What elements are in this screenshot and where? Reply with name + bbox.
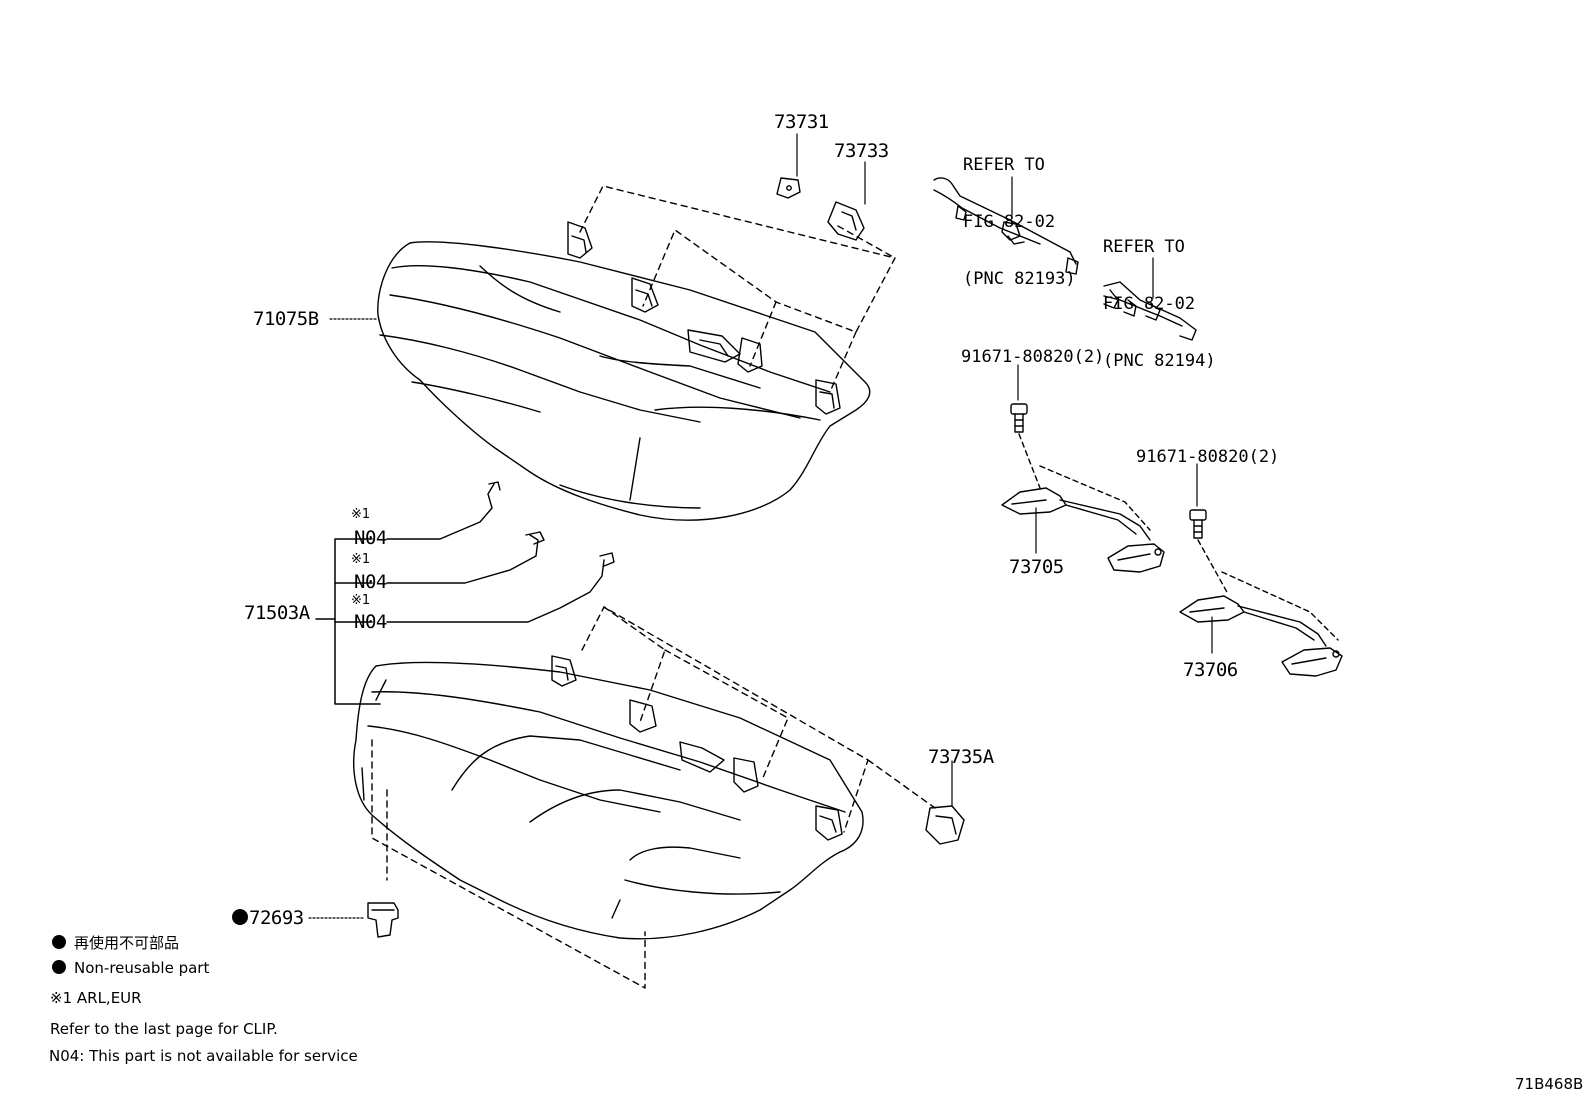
refer-82194-line3: (PNC 82194) (1103, 351, 1216, 371)
note-mark-2: ※1 (351, 552, 371, 567)
bolt-label-b: 91671-80820(2) (1136, 447, 1280, 467)
legend-jp-text: 再使用不可部品 (74, 934, 180, 952)
harness-82193 (933, 177, 1079, 275)
note-mark-3: ※1 (351, 593, 371, 608)
hinge-bracket-73706 (1179, 595, 1343, 677)
clip-72693 (367, 902, 399, 938)
bullet-dot-icon (52, 935, 66, 949)
legend-nonreusable-en: Non-reusable part (52, 960, 209, 976)
bolt-b (1189, 509, 1207, 539)
clip-73731 (776, 177, 801, 199)
label-71503A: 71503A (244, 602, 310, 624)
label-n04-3: N04 (354, 611, 387, 633)
note-mark-1: ※1 (351, 507, 371, 522)
seat-back-assembly (377, 221, 871, 521)
label-73705: 73705 (1009, 556, 1064, 578)
label-n04-1: N04 (354, 527, 387, 549)
legend-en-text: Non-reusable part (74, 959, 210, 977)
hinge-bracket-73705 (1001, 487, 1165, 573)
refer-label-82194: REFER TO FIG 82-02 (PNC 82194) (1103, 200, 1216, 390)
seat-back-dash-lines (579, 185, 896, 393)
figure-id: 71B468B (1515, 1075, 1584, 1093)
bolt-dash-lines (1018, 433, 1339, 641)
label-73731: 73731 (774, 111, 829, 133)
clip-73733 (827, 201, 865, 241)
refer-82194-line1: REFER TO (1103, 237, 1185, 257)
label-n04-2: N04 (354, 571, 387, 593)
bracket-wires (386, 481, 615, 623)
refer-82193-line1: REFER TO (963, 155, 1045, 175)
bolt-label-a: 91671-80820(2) (961, 347, 1105, 367)
harness-82194 (1103, 281, 1197, 341)
legend-note-1: ※1 ARL,EUR (50, 989, 142, 1007)
refer-label-82193: REFER TO FIG 82-02 (PNC 82193) (963, 118, 1076, 308)
legend-n04-note: N04: This part is not available for serv… (49, 1047, 358, 1065)
label-72693-text: 72693 (249, 907, 304, 929)
leader-lines (308, 133, 1213, 919)
refer-82193-line2: FIG 82-02 (963, 212, 1056, 232)
refer-82194-line2: FIG 82-02 (1103, 294, 1196, 314)
bullet-dot-icon (52, 960, 66, 974)
clip-73735A (925, 805, 965, 845)
legend-clip-note: Refer to the last page for CLIP. (50, 1020, 278, 1038)
label-71075B: 71075B (253, 308, 319, 330)
label-73735A: 73735A (928, 746, 994, 768)
bracket-71503A (315, 538, 381, 705)
label-72693: 72693 (232, 909, 304, 928)
bolt-a (1010, 403, 1028, 433)
refer-82193-line3: (PNC 82193) (963, 269, 1076, 289)
label-73706: 73706 (1183, 659, 1238, 681)
seat-cushion-assembly (353, 655, 864, 940)
label-73733: 73733 (834, 140, 889, 162)
non-reusable-dot-icon (232, 909, 248, 925)
legend-nonreusable-jp: 再使用不可部品 (52, 935, 179, 951)
cushion-dash-lines (371, 606, 936, 989)
